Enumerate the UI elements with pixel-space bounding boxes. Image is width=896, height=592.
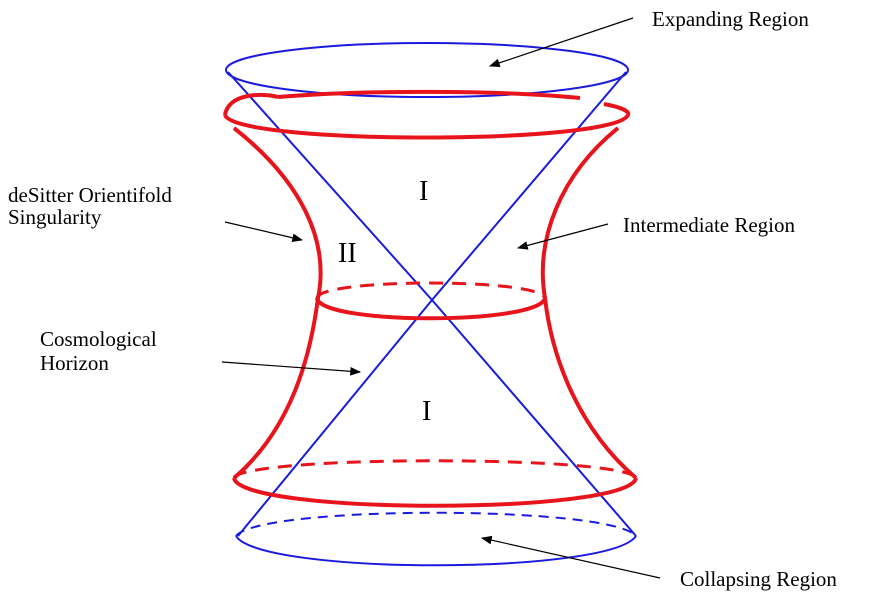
label-horizon-line1: Cosmological	[40, 327, 157, 351]
region-label-lower: I	[422, 396, 431, 427]
orientifold-bottom-ring-front	[232, 477, 638, 508]
lightcone-line-lower-right	[431, 299, 637, 537]
label-intermediate-region: Intermediate Region	[623, 213, 796, 237]
arrow-intermediate-region	[516, 223, 609, 250]
lightcone-line-upper-right	[431, 71, 627, 301]
lightcone-line-lower-left	[237, 299, 433, 537]
lightcone-line-upper-left	[227, 71, 433, 301]
orientifold-bottom-ring-back	[232, 459, 638, 480]
orientifold-waist-ring-front	[315, 296, 547, 321]
orientifold-right-side	[540, 126, 638, 480]
label-singularity-line2: Singularity	[8, 205, 102, 229]
region-label-upper: I	[419, 176, 428, 207]
label-horizon-line2: Horizon	[40, 351, 109, 375]
arrow-cosmological-horizon	[221, 361, 362, 376]
collapsing-region-ellipse-front	[235, 535, 637, 567]
collapsing-region-ellipse-back	[235, 511, 637, 537]
arrow-collapsing-region	[480, 535, 661, 579]
orientifold-top-ring-back	[223, 92, 279, 116]
label-singularity-line1: deSitter Orientifold	[8, 183, 172, 207]
label-expanding-region: Expanding Region	[652, 7, 809, 31]
region-label-side: II	[338, 238, 357, 269]
orientifold-top-ring-front	[223, 113, 630, 140]
orientifold-left-side	[232, 126, 323, 480]
orientifold-waist-ring-back	[315, 281, 547, 299]
arrow-singularity	[224, 221, 304, 242]
expanding-region-ellipse	[225, 42, 629, 98]
orientifold-top-ring-back-center	[277, 89, 581, 100]
arrow-expanding-region	[488, 17, 634, 68]
label-collapsing-region: Collapsing Region	[680, 567, 837, 591]
orientifold-top-ring-back-right	[603, 102, 631, 116]
